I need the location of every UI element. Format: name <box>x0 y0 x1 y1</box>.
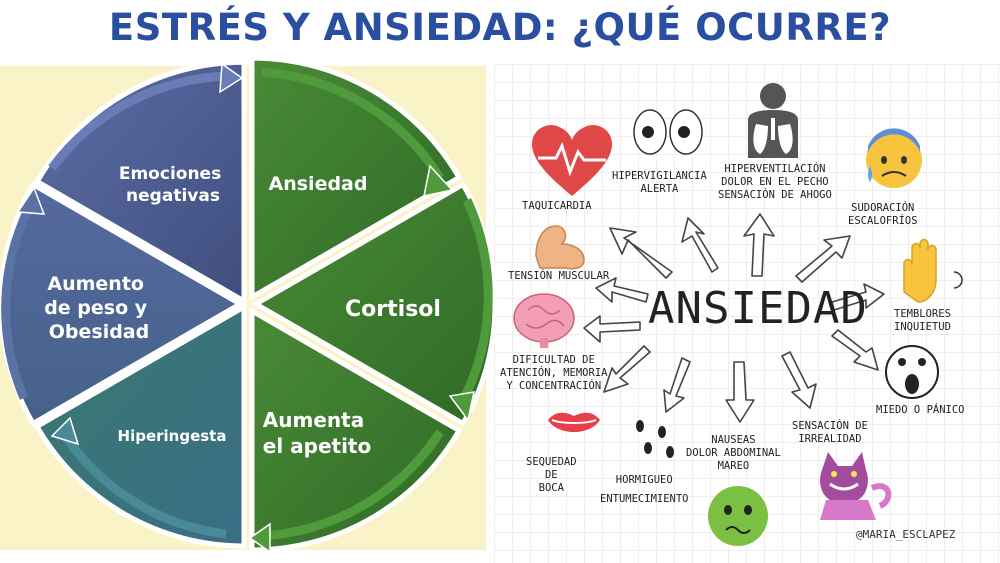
arrowhead-5 <box>50 416 80 446</box>
arrow-3 <box>458 198 493 405</box>
eyes-icon <box>633 109 703 155</box>
hand-icon <box>903 238 963 303</box>
arrow-2 <box>261 67 444 181</box>
label-sudoracion: SUDORACIÓN ESCALOFRÍOS <box>848 202 918 227</box>
segment-hiperingesta <box>33 302 247 549</box>
lungs-icon <box>748 83 798 158</box>
arrow-nauseas <box>725 361 755 423</box>
label-tension: TENSIÓN MUSCULAR <box>508 270 610 282</box>
arrow-dificultad <box>583 315 641 343</box>
label-nauseas: NAUSEAS DOLOR ABDOMINAL MAREO <box>686 434 781 472</box>
label-ansiedad: Ansiedad <box>269 173 368 195</box>
arrow-5 <box>56 425 227 539</box>
arrowhead-2 <box>423 164 454 197</box>
arrow-miedo <box>831 329 879 371</box>
label-taquicardia: TAQUICARDIA <box>522 200 592 212</box>
muscle-arm-icon <box>535 225 585 270</box>
label-miedo: MIEDO O PÁNICO <box>876 404 965 416</box>
arrowhead-3 <box>448 391 475 422</box>
lips-icon <box>548 412 600 432</box>
arrow-hipervigilancia <box>681 217 719 273</box>
label-sensacion: SENSACIÓN DE IRREALIDAD <box>792 420 868 445</box>
heart-icon <box>532 124 612 196</box>
arrow-sensacion <box>781 351 817 409</box>
label-dificultad: DIFICULTAD DE ATENCIÓN, MEMORIA Y CONCEN… <box>500 354 608 392</box>
label-apetito: Aumenta el apetito <box>263 408 371 458</box>
arrow-temblores <box>831 283 885 311</box>
arrow-6 <box>1 203 35 400</box>
arrow-1 <box>48 71 229 171</box>
arrowhead-4 <box>248 522 271 554</box>
arrow-4 <box>261 429 444 541</box>
label-hiperingesta: Hiperingesta <box>118 427 227 445</box>
label-hormigueo: HORMIGUEO ENTUMECIMIENTO <box>600 474 689 505</box>
scream-face-icon <box>885 345 939 399</box>
label-hipervigilancia: HIPERVIGILANCIA ALERTA <box>612 170 707 195</box>
label-emociones: Emociones negativas <box>119 164 227 206</box>
segment-apetito <box>249 306 463 553</box>
arrowhead-6 <box>16 186 46 215</box>
segment-ansiedad <box>249 55 463 302</box>
arrow-taquicardia <box>609 227 673 279</box>
segment-emociones <box>33 59 247 306</box>
brain-icon <box>513 293 575 348</box>
page-title: ESTRÉS Y ANSIEDAD: ¿QUÉ OCURRE? <box>108 6 892 49</box>
arrow-sudoracion <box>795 235 851 283</box>
arrow-tension <box>595 277 649 303</box>
label-cortisol: Cortisol <box>345 297 441 322</box>
label-aumento-peso: Aumento de peso y Obesidad <box>44 273 154 343</box>
ants-icon <box>636 420 674 458</box>
author-credit: @MARIA_ESCLAPEZ <box>856 528 956 541</box>
label-hiperventilacion: HIPERVENTILACIÓN DOLOR EN EL PECHO SENSA… <box>718 163 832 201</box>
label-sequedad: SEQUEDAD DE BOCA <box>526 456 577 494</box>
label-temblores: TEMBLORES INQUIETUD <box>894 308 951 333</box>
arrowhead-1 <box>219 62 244 94</box>
arrow-hormigueo <box>663 357 691 413</box>
sweating-face-icon <box>866 128 922 188</box>
arrow-hiperventilacion <box>743 213 775 277</box>
arrow-sequedad <box>603 345 651 393</box>
nauseous-face-icon <box>708 486 768 546</box>
cheshire-cat-icon <box>820 452 892 520</box>
center-ansiedad: ANSIEDAD <box>648 283 868 334</box>
